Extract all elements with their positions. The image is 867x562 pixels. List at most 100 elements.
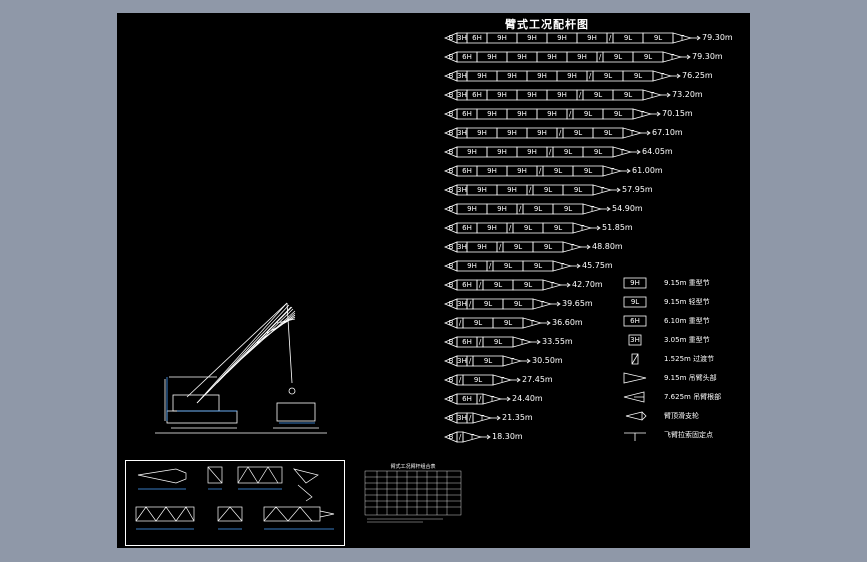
segment-label: 9L	[573, 129, 583, 137]
segment-label: 9L	[523, 281, 533, 289]
segment-label: 9H	[507, 72, 517, 80]
boom-segment	[572, 222, 593, 234]
segment-label: 9L	[603, 72, 613, 80]
segment-label: B	[448, 300, 454, 308]
boom-length-label: 70.15m	[662, 109, 693, 118]
segment-label: /	[458, 319, 462, 327]
boom-length-label: 39.65m	[562, 299, 593, 308]
boom-length-label: 24.40m	[512, 394, 543, 403]
segment-label: 9L	[593, 91, 603, 99]
boom-segment	[582, 203, 603, 215]
segment-label: 9L	[563, 205, 573, 213]
segment-label: 9H	[487, 224, 497, 232]
legend-symbol-icon	[623, 372, 647, 384]
segment-label: 6H	[462, 281, 472, 289]
legend-text: 飞臂拉索固定点	[664, 431, 713, 439]
segment-label: 9H	[477, 186, 487, 194]
segment-label: 9L	[623, 34, 633, 42]
segment-label: B	[448, 243, 454, 251]
segment-label: 6H	[462, 224, 472, 232]
legend-text: 9.15m 轻型节	[664, 298, 710, 306]
segment-label: B	[448, 338, 454, 346]
legend-text: 9.15m 重型节	[664, 279, 710, 287]
segment-label: T	[489, 395, 495, 403]
segment-label: /	[458, 376, 462, 384]
segment-label: 9H	[487, 53, 497, 61]
segment-label: 6H	[472, 91, 482, 99]
segment-label: 6H	[472, 34, 482, 42]
segment-label: 9H	[507, 186, 517, 194]
segment-label: 9H	[537, 129, 547, 137]
segment-label: 9L	[513, 300, 523, 308]
segment-label: T	[509, 357, 515, 365]
segment-label: B	[448, 414, 454, 422]
segment-label: B	[448, 34, 454, 42]
legend-symbol-icon	[623, 315, 647, 327]
boom-segment	[552, 260, 573, 272]
segment-label: 3H	[457, 91, 467, 99]
legend-symbol-label: 6H	[630, 317, 640, 325]
combination-table: 臂式工况臂杆组合表	[363, 463, 463, 525]
segment-label: /	[488, 262, 492, 270]
segment-label: B	[448, 281, 454, 289]
legend-symbol-icon	[623, 391, 645, 403]
segment-label: 9H	[467, 205, 477, 213]
segment-label: 3H	[457, 72, 467, 80]
segment-label: 3H	[457, 186, 467, 194]
segment-label: 9L	[533, 262, 543, 270]
segment-label: 9L	[633, 72, 643, 80]
boom-length-label: 18.30m	[492, 432, 523, 441]
boom-length-label: 61.00m	[632, 166, 663, 175]
boom-length-label: 42.70m	[572, 280, 603, 289]
segment-label: /	[548, 148, 552, 156]
boom-segment	[592, 184, 613, 196]
boom-segment	[502, 355, 523, 367]
segment-label: 9H	[527, 148, 537, 156]
segment-label: 9L	[643, 53, 653, 61]
segment-label: /	[578, 91, 582, 99]
boom-segment	[542, 279, 563, 291]
boom-length-label: 51.85m	[602, 223, 633, 232]
boom-length-label: 33.55m	[542, 337, 573, 346]
legend-text: 7.625m 吊臂根部	[664, 393, 722, 401]
segment-label: 9L	[533, 205, 543, 213]
segment-label: B	[448, 224, 454, 232]
segment-label: B	[448, 357, 454, 365]
boom-segment	[482, 393, 503, 405]
legend-symbol-label: 3H	[630, 336, 640, 344]
boom-segment	[672, 32, 693, 44]
segment-label: 9L	[543, 186, 553, 194]
segment-label: 9H	[527, 34, 537, 42]
segment-label: /	[468, 300, 472, 308]
segment-label: B	[448, 91, 454, 99]
drawing-title: 臂式工况配杆图	[505, 18, 589, 31]
segment-label: T	[539, 300, 545, 308]
boom-length-label: 54.90m	[612, 204, 643, 213]
segment-label: T	[579, 224, 585, 232]
segment-label: /	[598, 53, 602, 61]
segment-label: B	[448, 376, 454, 384]
boom-segment	[492, 374, 513, 386]
segment-label: 3H	[457, 357, 467, 365]
segment-label: T	[519, 338, 525, 346]
crane-elevation-drawing	[155, 302, 327, 434]
segment-label: T	[469, 433, 475, 441]
boom-length-label: 67.10m	[652, 128, 683, 137]
segment-label: B	[448, 205, 454, 213]
segment-label: 9H	[547, 110, 557, 118]
segment-label: T	[549, 281, 555, 289]
segment-label: 9L	[503, 262, 513, 270]
boom-segment	[462, 431, 483, 443]
segment-label: 9H	[517, 53, 527, 61]
segment-label: 9L	[543, 243, 553, 251]
legend-text: 6.10m 重型节	[664, 317, 710, 325]
segment-label: T	[499, 376, 505, 384]
segment-label: B	[448, 319, 454, 327]
boom-segment	[612, 146, 633, 158]
boom-segment	[472, 412, 493, 424]
boom-length-label: 45.75m	[582, 261, 613, 270]
segment-label: 9L	[493, 338, 503, 346]
legend-symbol-icon	[623, 277, 647, 289]
